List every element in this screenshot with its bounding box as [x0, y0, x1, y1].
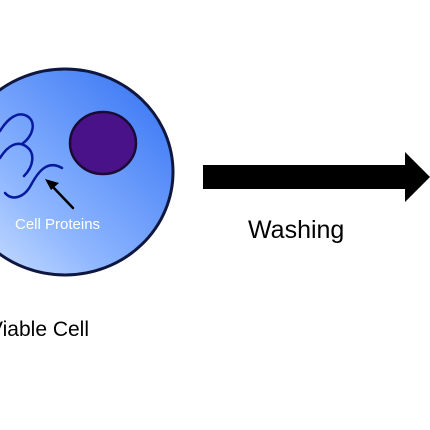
nucleus-icon [68, 110, 138, 176]
protein-strand-2-icon [0, 142, 34, 178]
cell-proteins-label: Cell Proteins [15, 216, 100, 233]
viable-cell-caption: Viable Cell [0, 318, 89, 341]
washing-arrow-shaft-icon [203, 165, 410, 189]
washing-label: Washing [248, 216, 344, 244]
washing-arrow-head-icon [405, 152, 430, 202]
protein-pointer-head-icon [45, 179, 59, 190]
protein-strand-3-icon [3, 163, 64, 199]
viable-cell-body [0, 67, 175, 277]
protein-pointer-icon [50, 184, 75, 210]
protein-strand-1-icon [0, 113, 34, 146]
